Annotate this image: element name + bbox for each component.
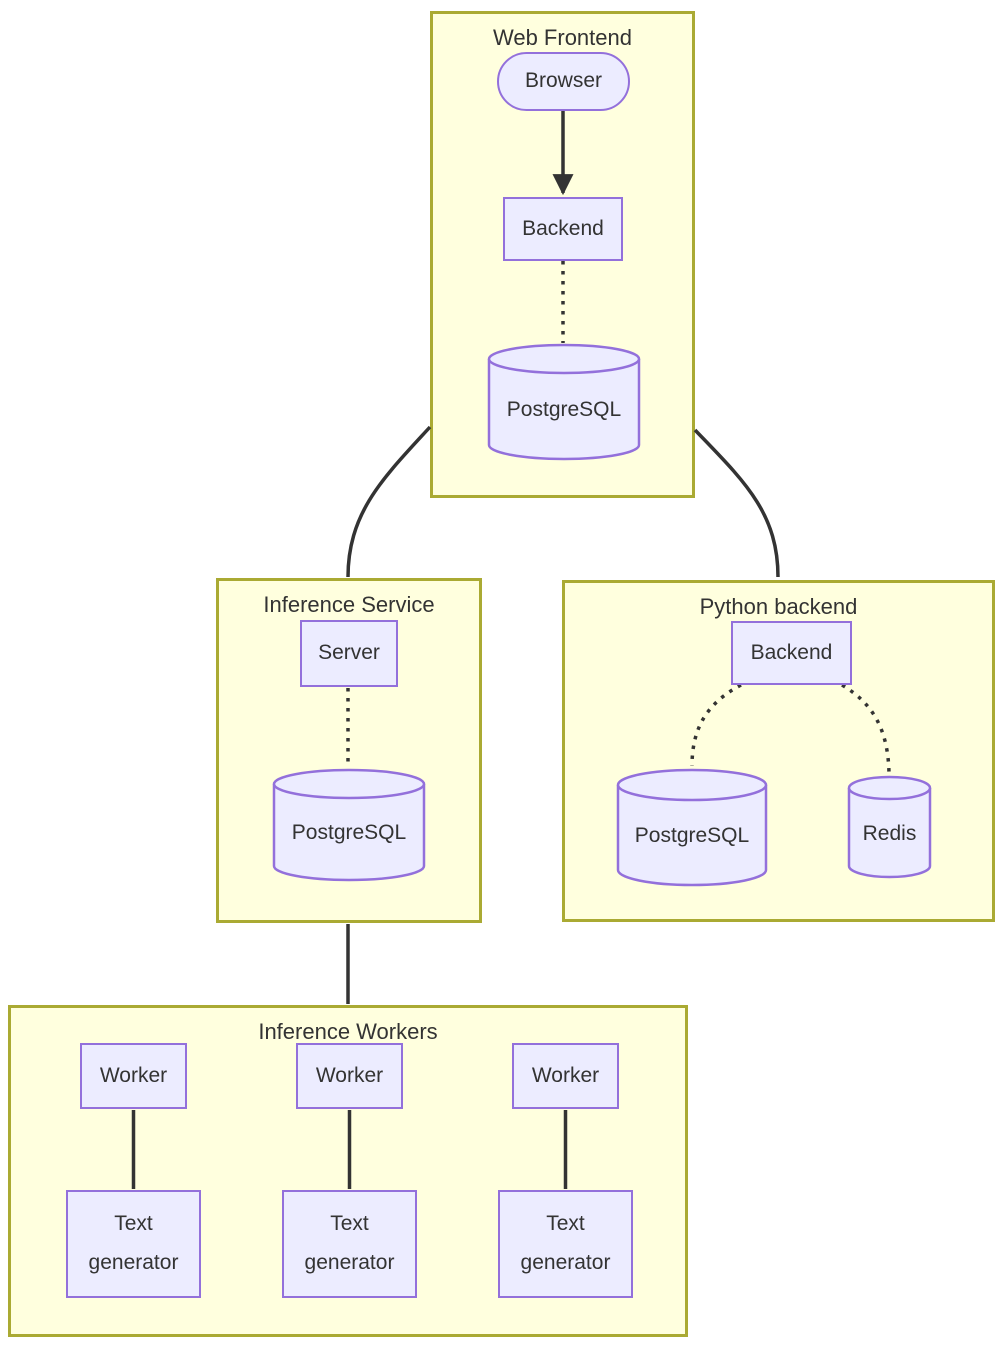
node-server: Server: [300, 620, 398, 687]
node-worker-1: Worker: [80, 1043, 187, 1109]
edge-webfrontend-to-python-backend: [693, 428, 780, 578]
group-title-web-frontend: Web Frontend: [492, 25, 632, 50]
database-cylinder-icon: [487, 343, 641, 461]
database-cylinder-icon: [616, 768, 768, 887]
database-cylinder-icon: [272, 768, 426, 882]
node-worker-3: Worker: [512, 1043, 619, 1109]
node-postgresql-python-backend: PostgreSQL: [616, 768, 768, 887]
group-title-inference-service: Inference Service: [263, 592, 435, 617]
node-browser: Browser: [497, 52, 630, 111]
node-label: Worker: [315, 1063, 384, 1087]
node-text-generator-2: Text generator: [282, 1190, 417, 1298]
node-label: Redis: [862, 821, 917, 845]
node-text-generator-3: Text generator: [498, 1190, 633, 1298]
node-label: PostgreSQL: [634, 823, 750, 847]
node-label: PostgreSQL: [506, 398, 622, 422]
node-label: Backend: [522, 216, 604, 240]
node-label: Text generator: [304, 1212, 395, 1274]
node-label: Text generator: [88, 1212, 179, 1274]
node-backend-webfrontend: Backend: [503, 197, 623, 261]
edge-backend-to-postgresql-python-backend: [690, 683, 742, 767]
node-label: Backend: [750, 640, 833, 664]
node-redis: Redis: [847, 775, 932, 880]
edge-webfrontend-to-inference-service: [346, 425, 432, 578]
node-postgresql-inference-service: PostgreSQL: [272, 768, 426, 883]
node-label: Worker: [99, 1063, 168, 1087]
node-label: Browser: [524, 69, 603, 93]
node-label: Worker: [531, 1063, 600, 1087]
node-postgresql-webfrontend: PostgreSQL: [487, 343, 641, 462]
group-title-python-backend: Python backend: [699, 594, 858, 619]
edge-backend-to-redis: [841, 683, 891, 774]
node-label: Text generator: [520, 1212, 611, 1274]
node-backend-python: Backend: [731, 621, 852, 685]
node-label: Server: [318, 641, 380, 665]
group-title-inference-workers: Inference Workers: [258, 1019, 438, 1044]
node-worker-2: Worker: [296, 1043, 403, 1109]
node-text-generator-1: Text generator: [66, 1190, 201, 1298]
database-cylinder-icon: [847, 775, 932, 879]
node-label: PostgreSQL: [291, 821, 407, 845]
